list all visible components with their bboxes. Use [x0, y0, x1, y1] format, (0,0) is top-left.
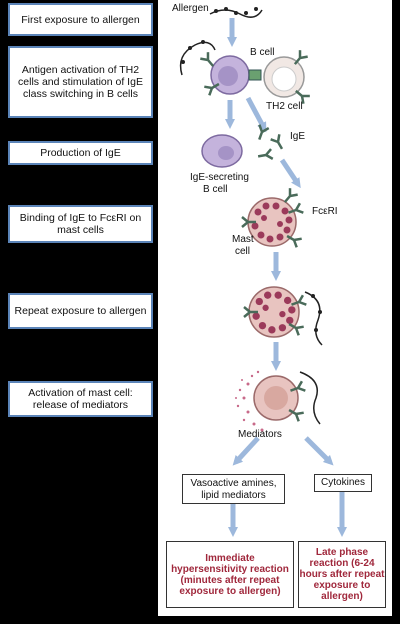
activated-mast-cell-icon: [235, 370, 321, 432]
label-th2-cell: TH2 cell: [266, 101, 303, 112]
label-ige-secreting: IgE-secreting: [190, 172, 249, 183]
label-mediators: Mediators: [238, 429, 282, 440]
arrow-to-cytokines: [304, 436, 334, 466]
step-antigen-activation: Antigen activation of TH2 cells and stim…: [8, 46, 153, 118]
label-b-cell: B cell: [250, 47, 275, 58]
label-mast: Mast: [232, 234, 254, 245]
mast-cell-allergen-icon: [242, 286, 323, 346]
arrow-to-ige: [245, 96, 267, 133]
arrow-ige-to-mast: [279, 158, 301, 189]
label-fceri: FcεRI: [312, 206, 338, 217]
step-mast-activation: Activation of mast cell: release of medi…: [8, 381, 153, 417]
step-panel: First exposure to allergen Antigen activ…: [0, 0, 158, 624]
label-b-cell-2: B cell: [203, 184, 228, 195]
b-cell-icon: [199, 50, 250, 97]
label-allergen: Allergen: [172, 3, 209, 14]
label-cell: cell: [235, 246, 251, 257]
th2-cell-icon: [263, 48, 312, 105]
mast-cell-icon: [240, 186, 305, 249]
step-ige-binding: Binding of IgE to FcεRI on mast cells: [8, 205, 153, 243]
late-phase-box: Late phase reaction (6-24 hours after re…: [298, 541, 386, 608]
step-ige-production: Production of IgE: [8, 141, 153, 165]
label-ige: IgE: [290, 131, 306, 142]
step-repeat-exposure: Repeat exposure to allergen: [8, 293, 153, 329]
allergen-chain-2: [179, 41, 216, 76]
ige-secreting-b-cell-icon: [201, 134, 243, 168]
immediate-reaction-box: Immediate hypersensitivity reaction (min…: [166, 541, 294, 608]
arrow-to-vasoactive: [232, 436, 260, 466]
cytokines-box: Cytokines: [314, 474, 372, 492]
allergen-chain: [209, 7, 263, 18]
ige-antibodies-icon: [253, 123, 288, 163]
synapse-icon: [248, 69, 262, 81]
vasoactive-box: Vasoactive amines, lipid mediators: [182, 474, 285, 504]
step-first-exposure: First exposure to allergen: [8, 3, 153, 36]
